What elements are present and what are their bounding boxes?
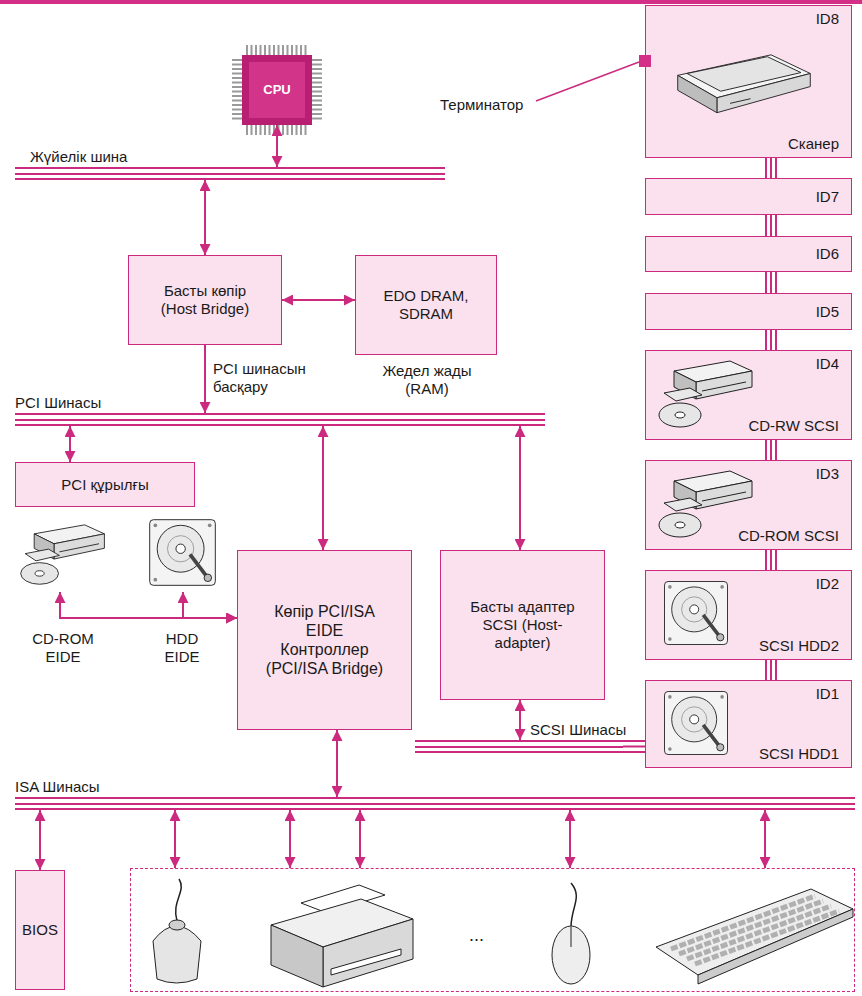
node-text: ID5 [816,303,839,321]
scsi-device: ID2SCSI HDD2 [645,570,852,660]
printer [271,885,413,987]
connector-arrow [204,345,206,413]
keyboard [656,889,853,984]
cdrw-icon [646,351,756,431]
connector-arrow [519,700,521,740]
hdd-icon [145,515,220,590]
node-text: CD-RW SCSI [748,417,839,435]
terminator-mark [639,55,651,67]
node-text: CPU [263,82,290,98]
connector-arrow [289,810,291,868]
connector-arrow [336,730,338,797]
scsi-device: ID5 [645,293,852,330]
node-text: ID3 [816,465,839,483]
callout-label: Терминатор [440,96,523,114]
bus-link [623,741,645,752]
node-text: CD-ROM EIDE [13,630,113,666]
connector-arrow [60,592,237,618]
node-text: Жүйелік шина [30,148,127,166]
node-text: SCSI HDD2 [759,637,839,655]
node-text: Сканер [788,135,839,153]
bus-link [766,440,776,460]
host-bridge: Басты көпір (Host Bridge) [128,255,282,345]
scsi-bus: SCSI Шинасы [415,740,623,753]
node-text: EDO DRAM, SDRAM [376,287,476,323]
pci-isa-bridge: Көпір PCI/ISA EIDE Контроллер (PCI/ISA B… [237,550,412,730]
connector-arrow [322,426,324,550]
connector-arrow [276,125,278,167]
system-bus: Жүйелік шина [15,167,445,180]
node-text: ... [469,925,484,947]
edge-label: PCI шинасын басқару [213,360,313,396]
node-text: BIOS [22,921,58,939]
scsi-host-adapter: Басты адаптер SCSI (Host-adapter) [440,550,605,700]
ram-box: EDO DRAM, SDRAMЖедел жады (RAM) [355,255,497,355]
cdrom-icon [18,520,108,590]
bus-link [766,215,776,236]
connector-arrow [69,426,71,462]
node-text: Басты көпір (Host Bridge) [149,282,261,318]
node-text: ID8 [816,10,839,28]
connector-arrow [204,180,206,255]
bus-link [766,330,776,350]
isa-bus: ISA Шинасы [15,797,855,810]
node-text: PCI Шинасы [15,394,101,412]
node-text: ID6 [816,245,839,263]
bios-box: BIOS [15,870,65,990]
connector-arrow [569,810,571,868]
node-text: ID1 [816,685,839,703]
node-text: Басты адаптер SCSI (Host-adapter) [462,598,584,652]
scsi-device: ID4CD-RW SCSI [645,350,852,440]
connector-arrow [764,810,766,868]
pci-bus: PCI Шинасы [15,413,545,426]
scsi-device: ID8Сканер [645,5,852,158]
leader-line [536,62,639,101]
node-text: PCI құрылғы [61,476,148,494]
bus-link [766,660,776,680]
node-text: ID7 [816,188,839,206]
node-text: Көпір PCI/ISA EIDE Контроллер (PCI/ISA B… [260,602,390,679]
connector-arrow [39,810,41,870]
cpu-pins [237,50,317,130]
bus-link [766,272,776,293]
scsi-device: ID7 [645,178,852,215]
node-text: ID2 [816,575,839,593]
hard-disk: HDD EIDE [145,515,220,592]
hand-scanner [153,879,201,983]
node-text: SCSI HDD1 [759,745,839,763]
connector-arrow [183,592,237,618]
top-bar [0,0,862,4]
connector-arrow [359,810,361,868]
peripheral-group: ... [130,868,855,992]
connector-arrow [174,810,176,868]
node-text: ISA Шинасы [15,778,100,796]
mouse [552,883,590,984]
node-text: SCSI Шинасы [530,721,626,739]
scsi-device: ID3CD-ROM SCSI [645,460,852,550]
node-text: CD-ROM SCSI [738,527,839,545]
scsi-device: ID6 [645,236,852,272]
cpu-chip: CPU [242,55,312,125]
scsi-device: ID1SCSI HDD1 [645,680,852,768]
hdd-icon [646,571,746,656]
bus-link [766,550,776,570]
node-text: Жедел жады (RAM) [372,362,482,398]
hdd-icon [646,681,746,766]
cdrom-drive: CD-ROM EIDE [18,520,108,592]
node-text: HDD EIDE [152,630,212,666]
connector-arrow [282,299,355,301]
node-text: ID4 [816,355,839,373]
pci-device: PCI құрылғы [15,462,195,507]
peripherals-art [131,869,856,993]
connector-arrow [519,426,521,550]
bus-link [766,158,776,178]
